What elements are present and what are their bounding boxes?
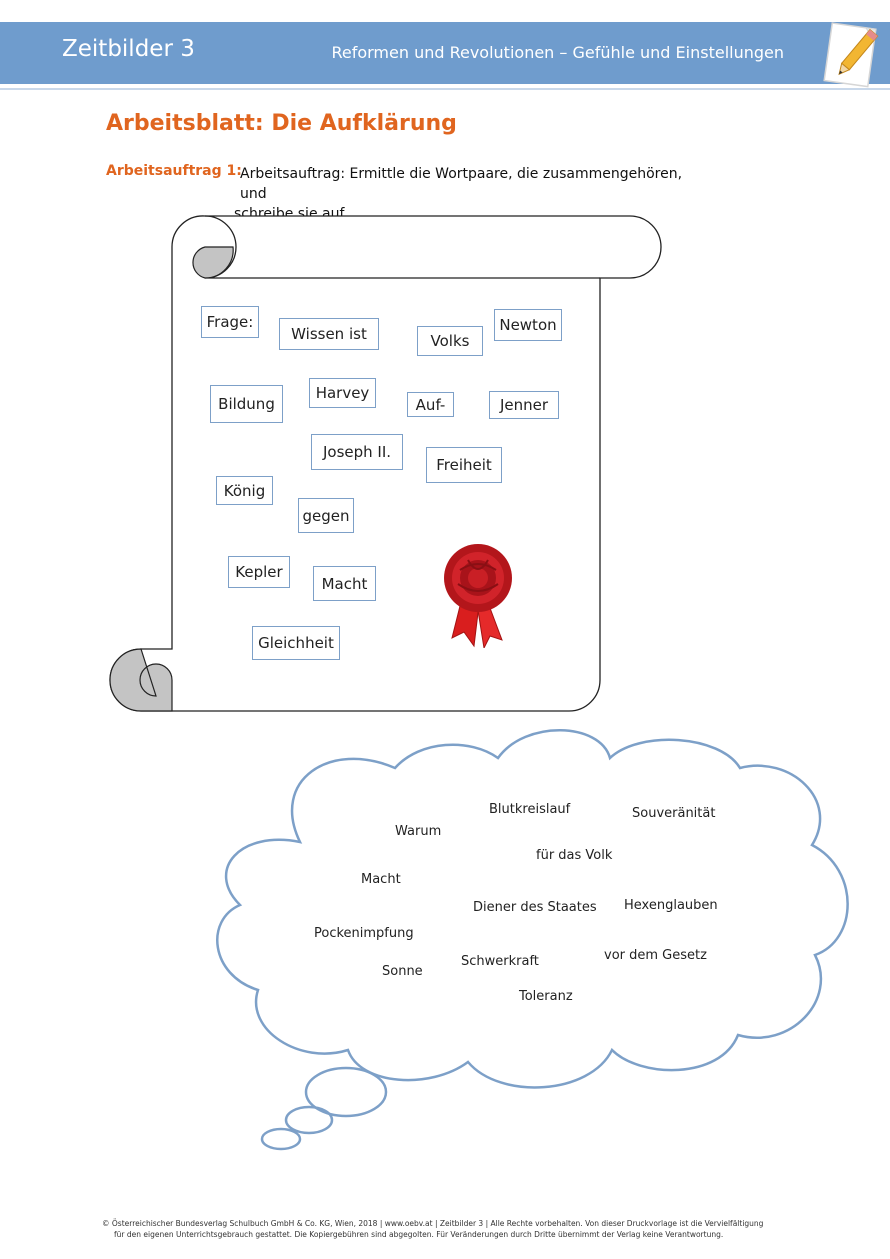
cloud-word[interactable]: Schwerkraft	[461, 954, 539, 969]
thought-cloud	[216, 729, 849, 1089]
word-card[interactable]: König	[216, 476, 273, 505]
thought-bubble-small	[260, 1127, 302, 1151]
word-card[interactable]: Wissen ist	[279, 318, 379, 350]
cloud-word[interactable]: vor dem Gesetz	[604, 948, 707, 963]
word-card[interactable]: Auf-	[407, 392, 454, 417]
task-label: Arbeitsauftrag 1:	[106, 163, 242, 179]
word-card[interactable]: Kepler	[228, 556, 290, 588]
footer-line2: für den eigenen Unterrichtsgebrauch gest…	[114, 1230, 724, 1239]
cloud-word[interactable]: Sonne	[382, 964, 423, 979]
cloud-word[interactable]: Souveränität	[632, 806, 716, 821]
word-card[interactable]: Jenner	[489, 391, 559, 419]
cloud-word[interactable]: Pockenimpfung	[314, 926, 414, 941]
word-card[interactable]: Bildung	[210, 385, 283, 423]
cloud-word[interactable]: für das Volk	[536, 848, 613, 863]
word-card[interactable]: Gleichheit	[252, 626, 340, 660]
thought-bubble-medium	[284, 1105, 334, 1135]
cloud-word[interactable]: Warum	[395, 824, 442, 839]
header-divider	[0, 88, 890, 90]
cloud-word[interactable]: Diener des Staates	[473, 900, 597, 915]
header-subtitle: Reformen und Revolutionen – Gefühle und …	[331, 43, 784, 62]
brand-title: Zeitbilder 3	[62, 36, 195, 62]
cloud-word[interactable]: Macht	[361, 872, 401, 887]
thought-bubble-large	[304, 1066, 388, 1118]
footer-line1: © Österreichischer Bundesverlag Schulbuc…	[102, 1219, 764, 1228]
word-card[interactable]: Newton	[494, 309, 562, 341]
word-card[interactable]: Frage:	[201, 306, 259, 338]
footer-copyright: © Österreichischer Bundesverlag Schulbuc…	[102, 1218, 792, 1240]
cloud-word[interactable]: Toleranz	[519, 989, 573, 1004]
word-card[interactable]: Macht	[313, 566, 376, 601]
scroll-curl-top	[192, 246, 234, 279]
word-card[interactable]: Harvey	[309, 378, 376, 408]
cloud-word[interactable]: Hexenglauben	[624, 898, 718, 913]
scroll-curl-bottom	[109, 648, 173, 712]
task-text-line1: Arbeitsauftrag: Ermittle die Wortpaare, …	[240, 166, 683, 202]
word-card[interactable]: Freiheit	[426, 447, 502, 483]
pencil-paper-icon	[823, 22, 879, 88]
word-card[interactable]: Volks	[417, 326, 483, 356]
header-bar	[0, 22, 890, 84]
word-card[interactable]: Joseph II.	[311, 434, 403, 470]
page-title: Arbeitsblatt: Die Aufklärung	[106, 111, 457, 136]
word-card[interactable]: gegen	[298, 498, 354, 533]
cloud-word[interactable]: Blutkreislauf	[489, 802, 571, 817]
wax-seal-icon	[444, 544, 512, 648]
